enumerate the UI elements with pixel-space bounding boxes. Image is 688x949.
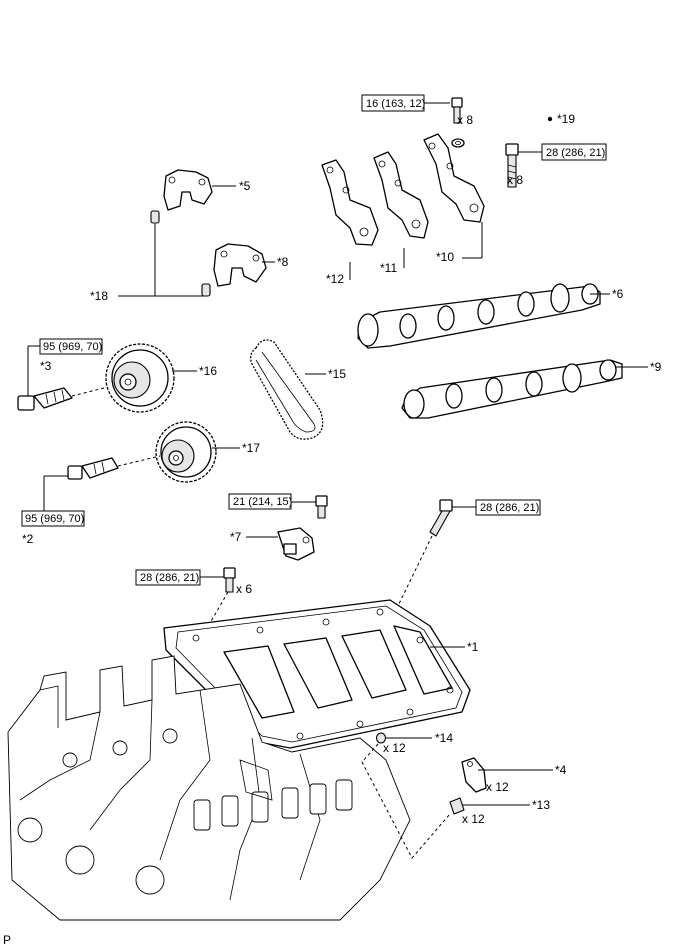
label-text: 95 (969, 70) — [43, 341, 102, 353]
camshaft-timing-gear-bolt-2 — [67, 457, 119, 480]
label-2: *2 — [22, 532, 34, 546]
label-text: 28 (286, 21) — [140, 572, 199, 584]
rocker-arm-4 — [461, 757, 487, 793]
housing-bolt-left — [223, 567, 236, 593]
camshaft-9 — [401, 359, 623, 419]
bullet-dot — [547, 116, 553, 122]
label-17: *17 — [242, 441, 260, 455]
cylinder-head-engine — [7, 655, 411, 921]
label-5: *5 — [239, 179, 251, 193]
label-19: *19 — [557, 112, 575, 126]
label-10: *10 — [436, 250, 454, 264]
dowel-pin-2 — [201, 283, 211, 297]
camshaft-bearing-cap-11 — [373, 151, 429, 239]
camshaft-cap-bolt — [451, 97, 463, 124]
label-9: *9 — [650, 360, 662, 374]
torque-box-28-mid: 28 (286, 21) — [475, 499, 541, 516]
torque-box-95-top: 95 (969, 70) — [39, 338, 103, 355]
label-text: 95 (969, 70) — [25, 513, 84, 525]
washer — [451, 138, 465, 148]
qty-x6: x 6 — [236, 582, 252, 596]
figure-code: P — [3, 933, 11, 947]
qty-x12-b: x 12 — [486, 780, 509, 794]
label-15: *15 — [328, 367, 346, 381]
label-16: *16 — [199, 364, 217, 378]
camshaft-timing-gear-16 — [105, 343, 175, 413]
camshaft-bearing-cap-12 — [321, 159, 379, 246]
label-6: *6 — [612, 287, 624, 301]
qty-x12-c: x 12 — [462, 812, 485, 826]
label-text: 21 (214, 15) — [233, 496, 292, 508]
camshaft-bearing-cap-8 — [213, 243, 267, 287]
pin-14 — [375, 732, 387, 744]
lash-adjuster-13 — [449, 797, 465, 815]
qty-x12-a: x 12 — [383, 741, 406, 755]
camshaft-6 — [357, 283, 601, 349]
label-text: 28 (286, 21) — [480, 502, 539, 514]
label-8: *8 — [277, 255, 289, 269]
camshaft-bearing-cap-5 — [163, 169, 213, 211]
label-13: *13 — [532, 798, 550, 812]
torque-box-28-top: 28 (286, 21) — [541, 143, 607, 161]
label-12: *12 — [326, 272, 344, 286]
torque-box-21: 21 (214, 15) — [228, 493, 292, 510]
cam-position-sensor-7 — [277, 527, 315, 561]
dowel-pin-1 — [150, 210, 160, 224]
qty-x8-right: x 8 — [507, 173, 523, 187]
label-11: *11 — [380, 261, 397, 275]
torque-box-95-bottom: 95 (969, 70) — [21, 510, 85, 527]
sensor-bolt — [315, 495, 328, 519]
label-text: 16 (163, 12) — [366, 98, 425, 110]
qty-x8-top: x 8 — [457, 113, 473, 127]
camshaft-timing-gear-bolt-3 — [17, 387, 73, 411]
camshaft-bearing-cap-10 — [423, 133, 485, 223]
timing-chain-15 — [250, 339, 324, 440]
long-bolt — [505, 143, 519, 188]
label-3: *3 — [40, 359, 52, 373]
torque-box-28-left: 28 (286, 21) — [135, 569, 201, 586]
camshaft-timing-gear-17 — [155, 421, 217, 483]
label-18: *18 — [90, 289, 108, 303]
label-4: *4 — [555, 763, 567, 777]
housing-bolt — [429, 499, 453, 537]
label-14: *14 — [435, 731, 453, 745]
label-7: *7 — [230, 530, 242, 544]
label-1: *1 — [467, 640, 479, 654]
label-text: 28 (286, 21) — [546, 147, 605, 159]
torque-box-16: 16 (163, 12) — [361, 94, 425, 112]
